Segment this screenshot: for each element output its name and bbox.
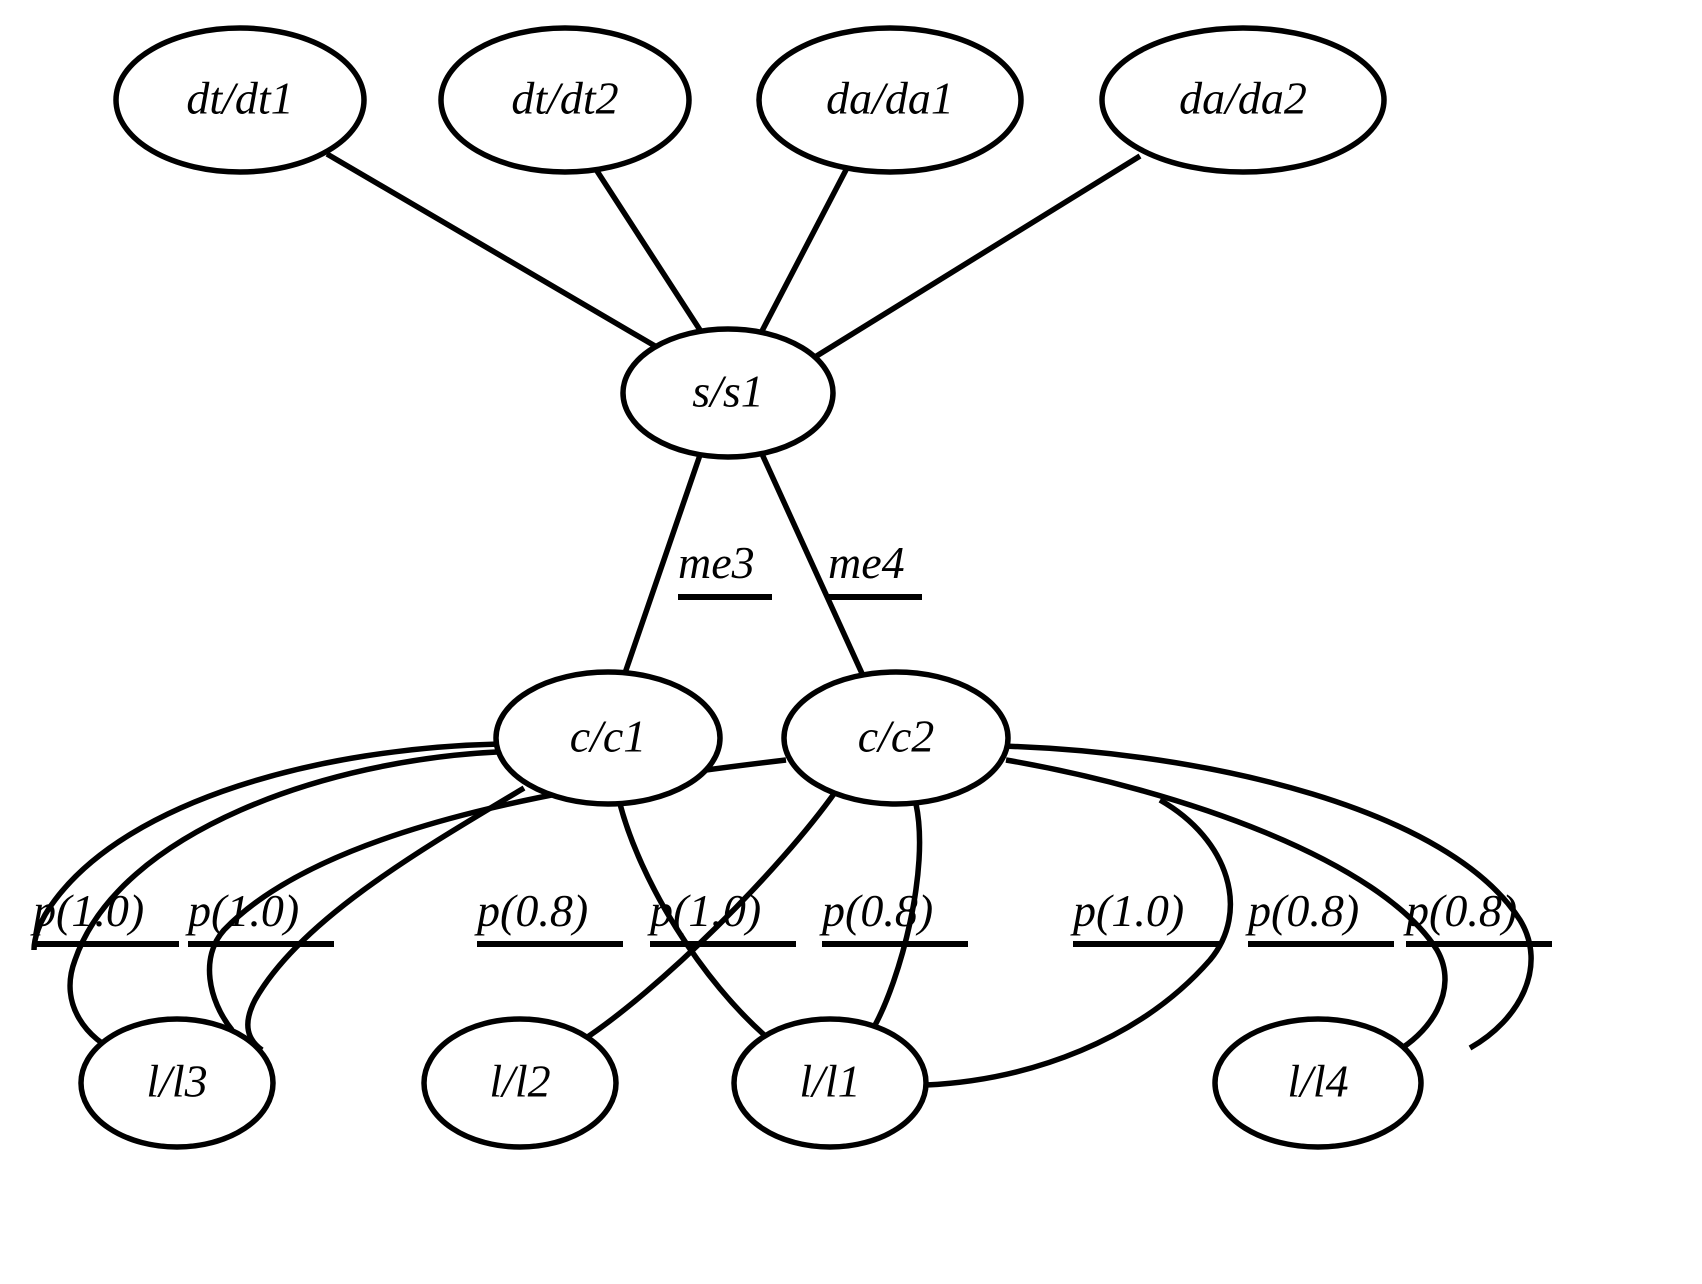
node-l3[interactable]: l/l3 [78,1016,276,1150]
node-c1-label: c/c1 [570,711,647,762]
edge-label-p4-text: p(1.0) [647,885,761,936]
node-da2-label: da/da2 [1179,73,1307,124]
edge-label-p1-text: p(1.0) [30,885,144,936]
edge-label-p3-text: p(0.8) [474,885,588,936]
node-l4-label: l/l4 [1287,1056,1348,1107]
node-l2-ellipse[interactable] [421,1016,619,1150]
edge-s1-c2[interactable] [759,452,868,682]
nodes: dt/dt1 dt/dt2 da/da1 da/da2 s/s1 c/c1 c/… [78,25,1424,1150]
edges-c-to-l [31,741,1534,1088]
edge-c1-l1[interactable] [617,803,772,1043]
node-l1[interactable]: l/l1 [731,1016,929,1150]
edge-c1-l4[interactable] [999,743,1534,1051]
edge-c2-l4[interactable] [1005,757,1448,1058]
edge-label-me3-text: me3 [678,537,755,588]
edge-c2-l2[interactable] [578,789,839,1045]
edges-top-to-s1 [325,151,1142,360]
edge-c1-l3[interactable] [67,749,498,1056]
node-dt1[interactable]: dt/dt1 [113,25,367,175]
edge-label-p5-text: p(0.8) [819,885,933,936]
node-l1-ellipse[interactable] [731,1016,929,1150]
node-l4-ellipse[interactable] [1212,1016,1424,1150]
edge-label-p4[interactable]: p(1.0) [647,885,796,947]
node-s1-ellipse[interactable] [620,326,836,460]
node-da2[interactable]: da/da2 [1099,25,1387,175]
node-l2[interactable]: l/l2 [421,1016,619,1150]
node-da2-ellipse[interactable] [1099,25,1387,175]
node-l3-ellipse[interactable] [78,1016,276,1150]
edge-da1-s1[interactable] [759,166,850,333]
node-dt2-ellipse[interactable] [438,25,692,175]
edge-s1-c1[interactable] [622,454,703,674]
node-c2-label: c/c2 [858,711,935,762]
edge-label-p3[interactable]: p(0.8) [474,885,623,947]
node-da1-label: da/da1 [826,73,954,124]
edge-labels: me3 me4 p(1.0) p(1.0) p(0.8) p(1.0) p(0.… [30,537,1552,947]
edge-label-me4[interactable]: me4 [828,537,922,600]
edge-dt2-s1[interactable] [594,169,703,332]
edge-label-p6-text: p(1.0) [1070,885,1184,936]
edge-label-p8-text: p(0.8) [1403,885,1517,936]
edges-s1-to-c [622,452,868,682]
edge-label-p7-text: p(0.8) [1245,885,1359,936]
edge-label-me3[interactable]: me3 [678,537,772,600]
edge-label-p6[interactable]: p(1.0) [1070,885,1219,947]
edge-label-p8[interactable]: p(0.8) [1403,885,1552,947]
node-s1-label: s/s1 [692,366,764,417]
edge-label-me4-text: me4 [828,537,905,588]
node-s1[interactable]: s/s1 [620,326,836,460]
edge-c2-l1[interactable] [871,803,923,1029]
node-c2-ellipse[interactable] [781,669,1011,807]
edge-label-p7[interactable]: p(0.8) [1245,885,1394,947]
edge-c1-far-left[interactable] [31,741,501,951]
node-c1[interactable]: c/c1 [493,669,723,807]
edge-label-p2[interactable]: p(1.0) [185,885,334,947]
node-dt2[interactable]: dt/dt2 [438,25,692,175]
node-l4[interactable]: l/l4 [1212,1016,1424,1150]
edge-dt1-s1[interactable] [325,151,657,349]
edge-da2-s1[interactable] [813,153,1142,360]
node-l3-label: l/l3 [146,1056,207,1107]
node-da1[interactable]: da/da1 [756,25,1024,175]
edge-label-p5[interactable]: p(0.8) [819,885,968,947]
node-dt2-label: dt/dt2 [511,73,618,124]
node-l2-label: l/l2 [489,1056,550,1107]
edge-l1-c2-outer[interactable] [925,797,1234,1088]
edge-label-p1[interactable]: p(1.0) [30,885,179,947]
node-c2[interactable]: c/c2 [781,669,1011,807]
edge-label-p2-text: p(1.0) [185,885,299,936]
node-c1-ellipse[interactable] [493,669,723,807]
node-da1-ellipse[interactable] [756,25,1024,175]
node-dt1-label: dt/dt1 [186,73,293,124]
node-l1-label: l/l1 [799,1056,860,1107]
node-dt1-ellipse[interactable] [113,25,367,175]
